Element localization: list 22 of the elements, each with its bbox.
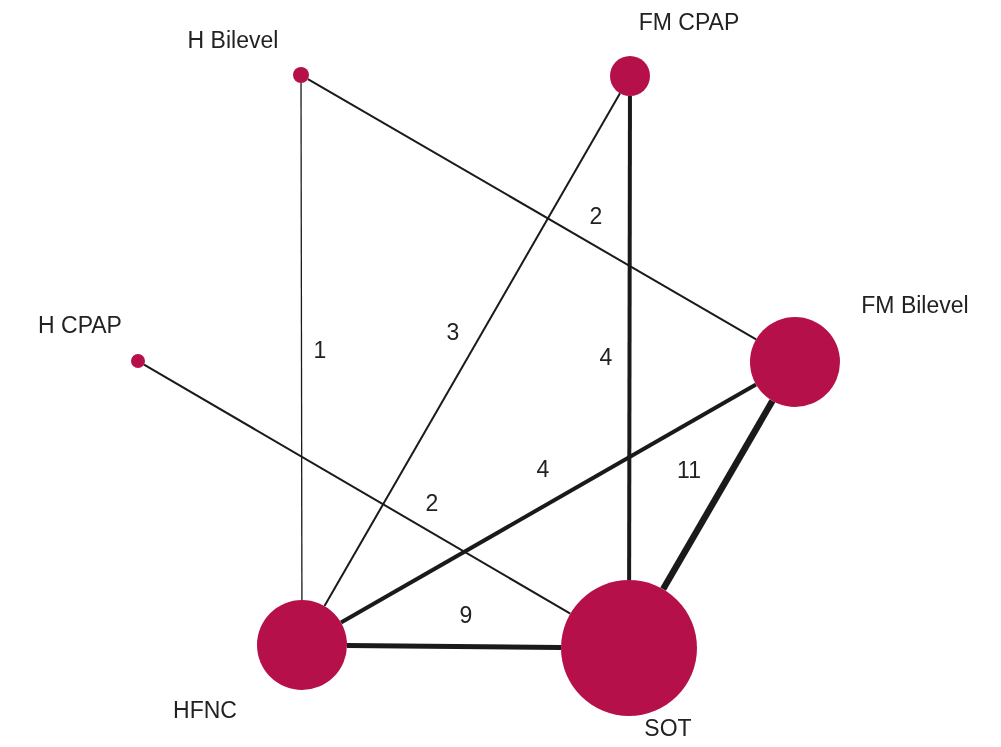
edge-label: 3 <box>446 318 460 346</box>
connector-line <box>323 92 621 607</box>
connector-line <box>346 642 562 650</box>
edge-label: 2 <box>589 202 603 230</box>
connector-line <box>143 363 572 615</box>
edge-label: 11 <box>677 456 701 484</box>
node-label: SOT <box>644 714 692 742</box>
edge-label: 4 <box>536 455 550 483</box>
edge-label: 9 <box>459 601 473 629</box>
node-label: FM CPAP <box>638 8 740 36</box>
node-label: FM Bilevel <box>861 291 969 319</box>
connector-line <box>306 78 758 341</box>
edge-label: 2 <box>425 489 439 517</box>
node-label: H CPAP <box>38 311 122 339</box>
connector-line <box>660 399 776 591</box>
edge-label: 4 <box>599 343 613 371</box>
node-label: H Bilevel <box>187 26 279 54</box>
connector-line <box>627 96 632 580</box>
connector-line <box>300 82 303 601</box>
edge-label: 1 <box>313 336 327 364</box>
node-label: HFNC <box>173 696 237 724</box>
connector-line <box>340 382 757 625</box>
